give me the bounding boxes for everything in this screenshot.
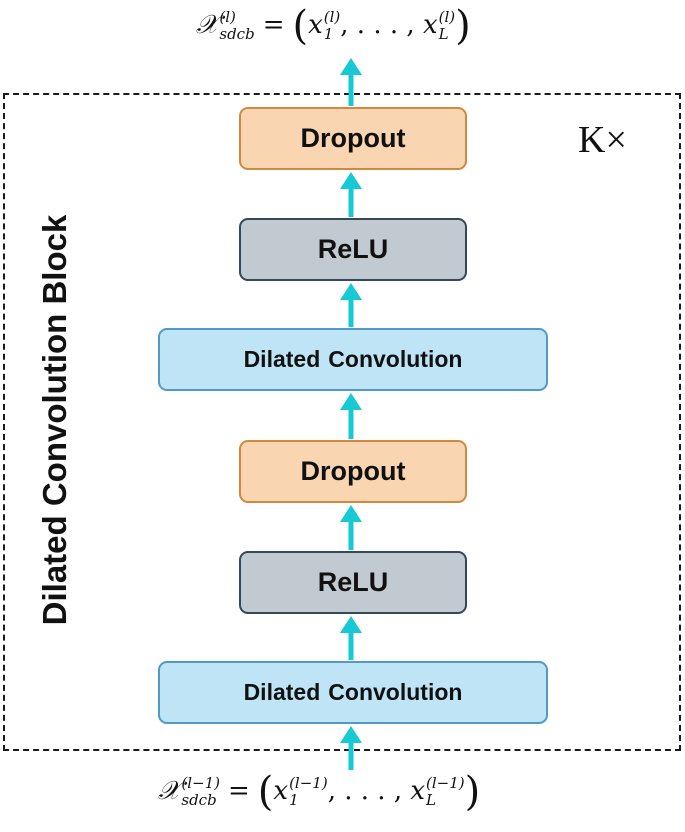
input-symbol-sub: sdcb [181,791,217,809]
dropout-block-lower: Dropout [239,440,467,503]
input-equals: = [228,776,250,806]
output-symbol: 𝒳 [196,10,219,40]
output-last-var: x [422,10,438,40]
conv-label-upper-b: Convolution [328,346,463,372]
repeat-label: K× [578,119,627,161]
output-first-sup: (l) [323,7,341,26]
input-right-paren: ) [464,769,481,815]
input-dots: , . . . , [327,776,403,806]
input-last-var: x [410,776,426,806]
output-equals: = [262,10,285,40]
input-first-sup: (l−1) [289,773,328,792]
arrow-conv-to-relu [340,616,362,660]
dropout-block-upper: Dropout [239,107,467,170]
output-dots: , . . . , [340,10,415,40]
input-left-paren: ( [257,769,274,815]
relu-block-lower: ReLU [239,551,467,614]
output-last-sub: L [438,25,449,43]
arrow-relu-to-dropout-upper [340,172,362,217]
output-first-sub: 1 [323,25,334,43]
relu-label-upper: ReLU [317,234,389,264]
output-symbol-sup: (l) [219,7,236,26]
arrow-dropout-to-conv [340,393,362,439]
input-symbol-sup: (l−1) [181,773,220,792]
conv-label-lower-b: Convolution [328,679,463,705]
input-last-sub: L [426,791,436,809]
dilated-convolution-block-upper: Dilated Convolution [158,328,548,391]
arrow-conv-to-relu-upper [340,283,362,327]
arrow-input-to-conv [340,726,362,770]
relu-block-upper: ReLU [239,218,467,281]
dilated-convolution-block-frame [3,93,681,751]
arrow-dropout-to-output [340,58,362,106]
input-symbol: 𝒳 [158,776,181,806]
input-last-sup: (l−1) [426,773,465,792]
input-formula: 𝒳(l−1)sdcb=(x(l−1)1, . . . , x(l−1)L) [158,772,480,812]
output-left-paren: ( [292,3,309,49]
output-right-paren: ) [455,3,471,49]
relu-label-lower: ReLU [317,567,389,597]
dropout-label-upper: Dropout [300,123,406,153]
output-last-sup: (l) [438,7,456,26]
input-first-sub: 1 [289,791,299,809]
input-first-var: x [273,776,289,806]
dropout-label-lower: Dropout [300,456,406,486]
arrow-relu-to-dropout [340,505,362,550]
dilated-convolution-block-lower: Dilated Convolution [158,661,548,724]
output-symbol-sub: sdcb [219,25,255,43]
output-first-var: x [308,10,323,40]
conv-label-upper-a: Dilated [243,346,321,372]
output-formula: 𝒳(l)sdcb=(x(l)1, . . . , x(l)L) [196,6,471,46]
conv-label-lower-a: Dilated [243,679,321,705]
